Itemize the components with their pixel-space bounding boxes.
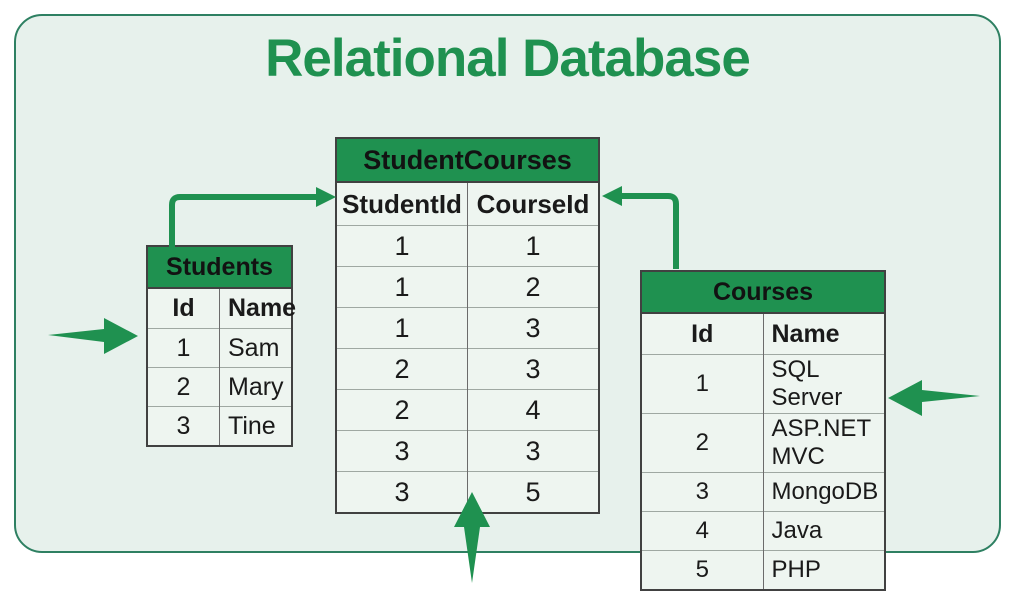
column-header: Name — [219, 287, 296, 329]
table-cell: 3 — [467, 307, 599, 349]
table-cell: 1 — [336, 266, 468, 308]
table-cell: 2 — [641, 413, 763, 473]
table-cell: 2 — [467, 266, 599, 308]
column-header: Name — [762, 312, 885, 355]
table-cell: 2 — [336, 389, 468, 431]
table-cell: PHP — [762, 550, 885, 590]
table-cell: 1 — [336, 307, 468, 349]
table-cell: 3 — [467, 348, 599, 390]
table-title-row: StudentCourses — [336, 138, 599, 183]
table-title: Students — [147, 246, 292, 289]
table-cell: 3 — [467, 430, 599, 472]
table-cell: Sam — [219, 328, 292, 368]
table-title-row: Students — [147, 246, 292, 289]
column-header: Id — [641, 312, 763, 355]
table-cell: 1 — [336, 225, 468, 267]
table-cell: 5 — [467, 471, 599, 513]
table-title: StudentCourses — [336, 138, 599, 183]
table-cell: 2 — [336, 348, 468, 390]
table-cell: 4 — [641, 511, 763, 551]
table-title: Courses — [641, 271, 885, 314]
table-cell: 1 — [641, 354, 763, 414]
table-cell: 2 — [147, 367, 220, 407]
column-header: StudentId — [336, 181, 468, 226]
table-title-row: Courses — [641, 271, 885, 314]
table-cell: Java — [762, 511, 885, 551]
table-cell: MongoDB — [762, 472, 885, 512]
table-cell: 3 — [641, 472, 763, 512]
table-cell: ASP.NET MVC — [762, 413, 885, 473]
table-cell: 3 — [336, 471, 468, 513]
column-header: Id — [147, 287, 220, 329]
table-cell: 1 — [467, 225, 599, 267]
diagram-title: Relational Database — [265, 29, 751, 88]
table-cell: 4 — [467, 389, 599, 431]
column-header: CourseId — [467, 181, 599, 226]
table-cell: Mary — [219, 367, 292, 407]
table-cell: 3 — [336, 430, 468, 472]
table-cell: 3 — [147, 406, 220, 446]
table-cell: SQL Server — [762, 354, 885, 414]
table-cell: Tine — [219, 406, 292, 446]
table-cell: 1 — [147, 328, 220, 368]
table-cell: 5 — [641, 550, 763, 590]
